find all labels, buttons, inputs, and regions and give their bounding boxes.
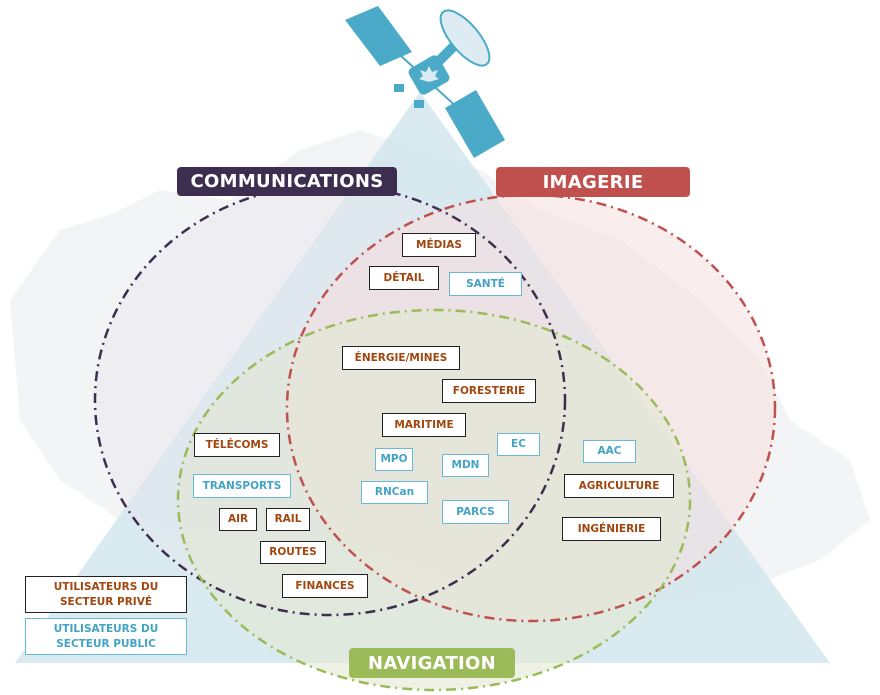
sector-rail: RAIL [266, 508, 310, 531]
legend-public-line2: SECTEUR PUBLIC [56, 637, 156, 650]
sector-ingenierie: INGÉNIERIE [562, 517, 661, 541]
sector-mpo: MPO [375, 448, 413, 471]
sector-sante: SANTÉ [449, 272, 522, 296]
sector-air: AIR [219, 508, 257, 531]
sector-energie-mines: ÉNERGIE/MINES [342, 346, 460, 370]
sector-agriculture: AGRICULTURE [564, 474, 674, 498]
sector-aac: AAC [583, 440, 636, 463]
sector-telecoms: TÉLÉCOMS [194, 433, 280, 457]
communications-label: COMMUNICATIONS [177, 167, 397, 196]
sector-finances: FINANCES [282, 574, 368, 598]
sector-mdn: MDN [442, 454, 489, 477]
sector-maritime: MARITIME [382, 413, 466, 437]
sector-rncan: RNCan [361, 481, 428, 504]
satellite-icon [345, 6, 505, 158]
legend-private-line2: SECTEUR PRIVÉ [59, 595, 153, 608]
legend-public-line1: UTILISATEURS DU [53, 622, 159, 635]
legend-private-line1: UTILISATEURS DU [53, 580, 159, 593]
sector-detail: DÉTAIL [369, 266, 439, 290]
navigation-ellipse [176, 308, 692, 692]
sector-ec: EC [497, 433, 540, 456]
sector-routes: ROUTES [260, 541, 326, 564]
sector-parcs: PARCS [442, 500, 509, 524]
legend-public-users: UTILISATEURS DU SECTEUR PUBLIC [25, 618, 187, 655]
sector-medias: MÉDIAS [402, 233, 476, 257]
navigation-label: NAVIGATION [349, 648, 515, 678]
sector-transports: TRANSPORTS [193, 474, 291, 498]
imagery-label: IMAGERIE [496, 167, 690, 197]
sector-foresterie: FORESTERIE [442, 379, 536, 403]
legend-private-users: UTILISATEURS DU SECTEUR PRIVÉ [25, 576, 187, 613]
imagery-ellipse [285, 193, 777, 623]
